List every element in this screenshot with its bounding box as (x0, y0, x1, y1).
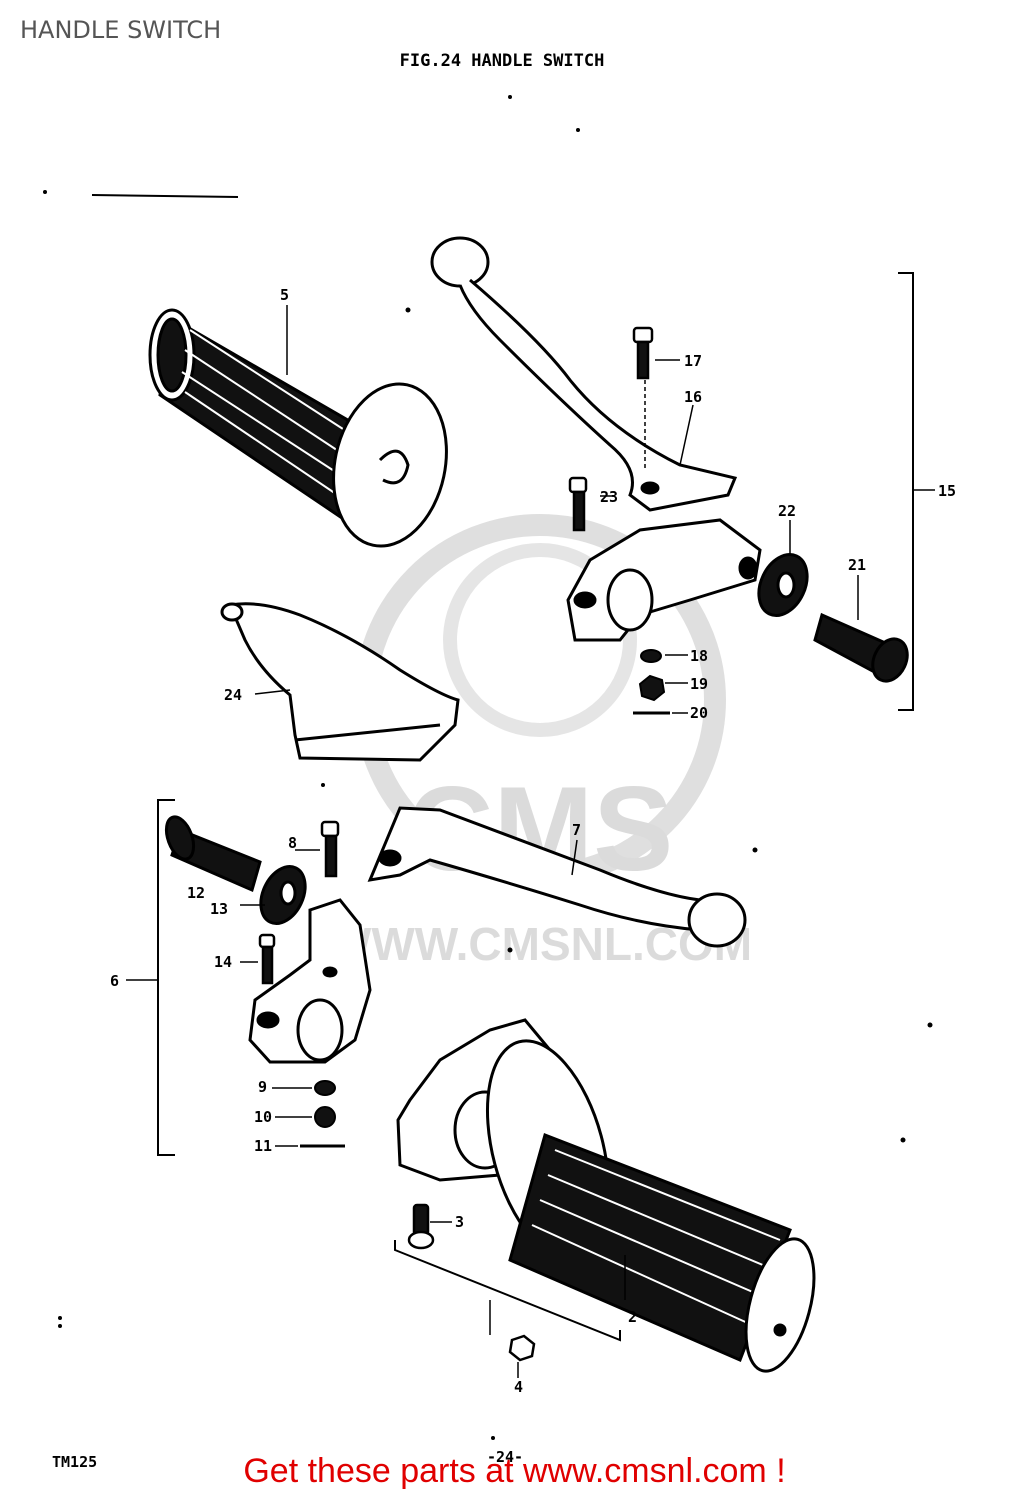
callout-6: 6 (110, 972, 119, 990)
nut-part-4 (508, 1334, 536, 1362)
callout-4: 4 (514, 1378, 523, 1396)
lever-part-7 (367, 806, 747, 948)
left-grip-part-5 (148, 308, 448, 548)
callout-19: 19 (690, 675, 708, 693)
adjuster-part-12 (164, 815, 262, 893)
callout-14: 14 (214, 953, 232, 971)
lever-bracket-part-6 (248, 898, 372, 1064)
callout-5: 5 (280, 286, 289, 304)
bracket-15 (898, 272, 914, 711)
figure-page-number: -24- (487, 1448, 523, 1466)
bolt-part-17 (632, 326, 654, 380)
callout-21: 21 (848, 556, 866, 574)
right-grip-part-2 (508, 1133, 816, 1373)
callout-11: 11 (254, 1137, 272, 1155)
adjuster-part-21 (813, 612, 909, 683)
callout-2: 2 (628, 1308, 637, 1326)
callout-7: 7 (572, 821, 581, 839)
page-title: HANDLE SWITCH (20, 16, 222, 44)
washer-part-22 (757, 553, 809, 617)
small-parts-18-20 (633, 649, 670, 715)
screw-part-3 (407, 1203, 435, 1250)
callout-18: 18 (690, 647, 708, 665)
callout-13: 13 (210, 900, 228, 918)
lever-bracket-part-15 (566, 518, 762, 642)
small-parts-9-11 (300, 1080, 345, 1148)
callout-12: 12 (187, 884, 205, 902)
callout-8: 8 (288, 834, 297, 852)
bolt-part-23 (568, 476, 588, 532)
callout-labels: 2 3 4 5 6 7 8 9 10 11 12 13 14 15 16 17 … (110, 286, 956, 1396)
callout-24: 24 (224, 686, 242, 704)
bolt-part-14 (258, 933, 276, 985)
figure-title: FIG.24 HANDLE SWITCH (400, 51, 605, 71)
callout-23: 23 (600, 488, 618, 506)
lever-part-16 (430, 236, 738, 512)
leader-lines (126, 359, 935, 1378)
bracket-2 (394, 1240, 621, 1342)
figure-code: TM125 (52, 1453, 97, 1471)
callout-20: 20 (690, 704, 708, 722)
cover-part-24 (220, 602, 460, 762)
callout-22: 22 (778, 502, 796, 520)
callout-17: 17 (684, 352, 702, 370)
callout-15: 15 (938, 482, 956, 500)
callout-16: 16 (684, 388, 702, 406)
callout-9: 9 (258, 1078, 267, 1096)
washer-part-13 (259, 865, 307, 925)
footer-parts-link[interactable]: Get these parts at www.cmsnl.com ! (243, 1452, 786, 1490)
bolt-part-8 (320, 820, 340, 878)
bracket-6 (157, 799, 175, 1156)
callout-3: 3 (455, 1213, 464, 1231)
callout-10: 10 (254, 1108, 272, 1126)
